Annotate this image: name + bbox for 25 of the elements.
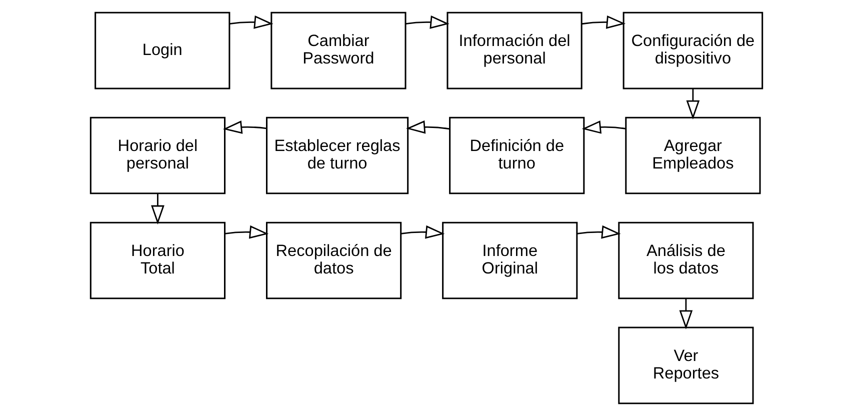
arrow xyxy=(229,16,274,29)
node-box: Cambiar Password xyxy=(270,12,406,90)
arrow xyxy=(576,225,621,239)
node-box: Análisis de los datos xyxy=(618,222,754,300)
arrow xyxy=(222,120,267,134)
arrow xyxy=(582,15,626,29)
arrow xyxy=(400,225,445,239)
arrow xyxy=(406,120,450,134)
arrow xyxy=(405,16,450,29)
arrow xyxy=(582,120,626,134)
node-box: Configuración de dispositivo xyxy=(622,12,764,90)
node-box: Horario Total xyxy=(90,222,226,300)
node-box: Información del personal xyxy=(446,12,582,90)
node-box: Informe Original xyxy=(442,222,578,300)
node-box: Establecer reglas de turno xyxy=(266,116,409,194)
node-box: Login xyxy=(94,12,230,90)
node-box: Horario del personal xyxy=(90,116,226,194)
arrow xyxy=(224,225,269,239)
node-box: Agregar Empleados xyxy=(625,116,761,194)
arrow xyxy=(679,298,693,330)
arrow xyxy=(686,88,700,120)
node-box: Ver Reportes xyxy=(618,326,754,404)
node-box: Recopilación de datos xyxy=(266,222,402,300)
arrow xyxy=(151,194,164,224)
node-box: Definición de turno xyxy=(449,116,585,194)
